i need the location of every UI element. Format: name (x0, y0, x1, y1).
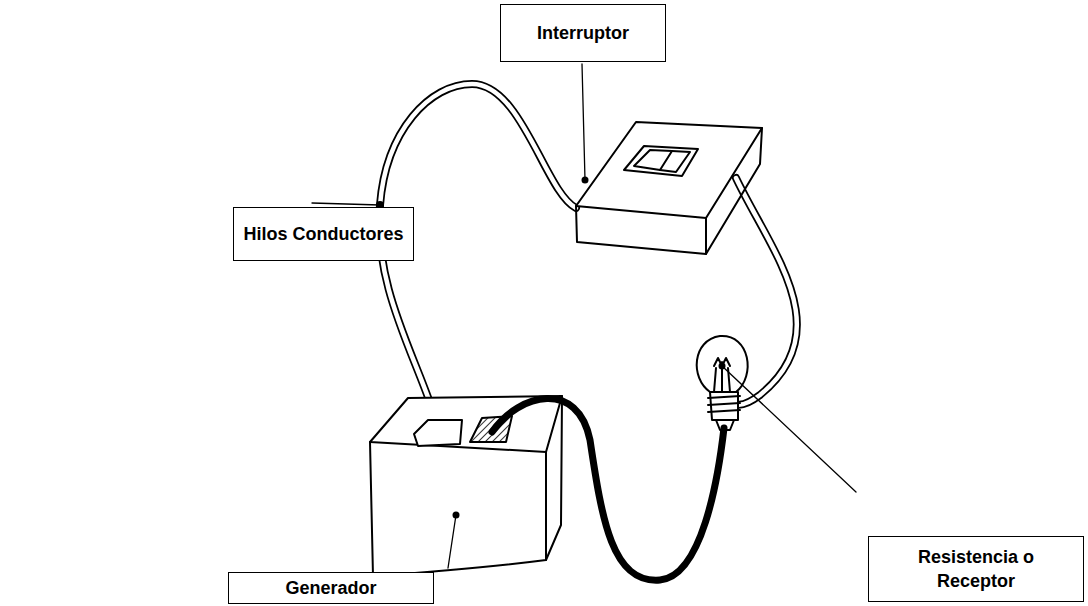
leader-dot (376, 177, 726, 519)
label-box: Hilos Conductores (233, 207, 414, 261)
switch (576, 122, 762, 254)
battery (370, 396, 562, 576)
white-wire (379, 84, 576, 442)
leader-line (312, 64, 856, 568)
label-text: Generador (285, 576, 376, 600)
label-text: Resistencia o Receptor (901, 545, 1051, 594)
label-text: Hilos Conductores (243, 222, 403, 246)
label-box: Generador (228, 572, 434, 604)
label-box: Resistencia o Receptor (868, 536, 1084, 602)
label-text: Interruptor (537, 21, 629, 45)
black-wire (492, 398, 724, 580)
label-box: Interruptor (500, 4, 666, 62)
